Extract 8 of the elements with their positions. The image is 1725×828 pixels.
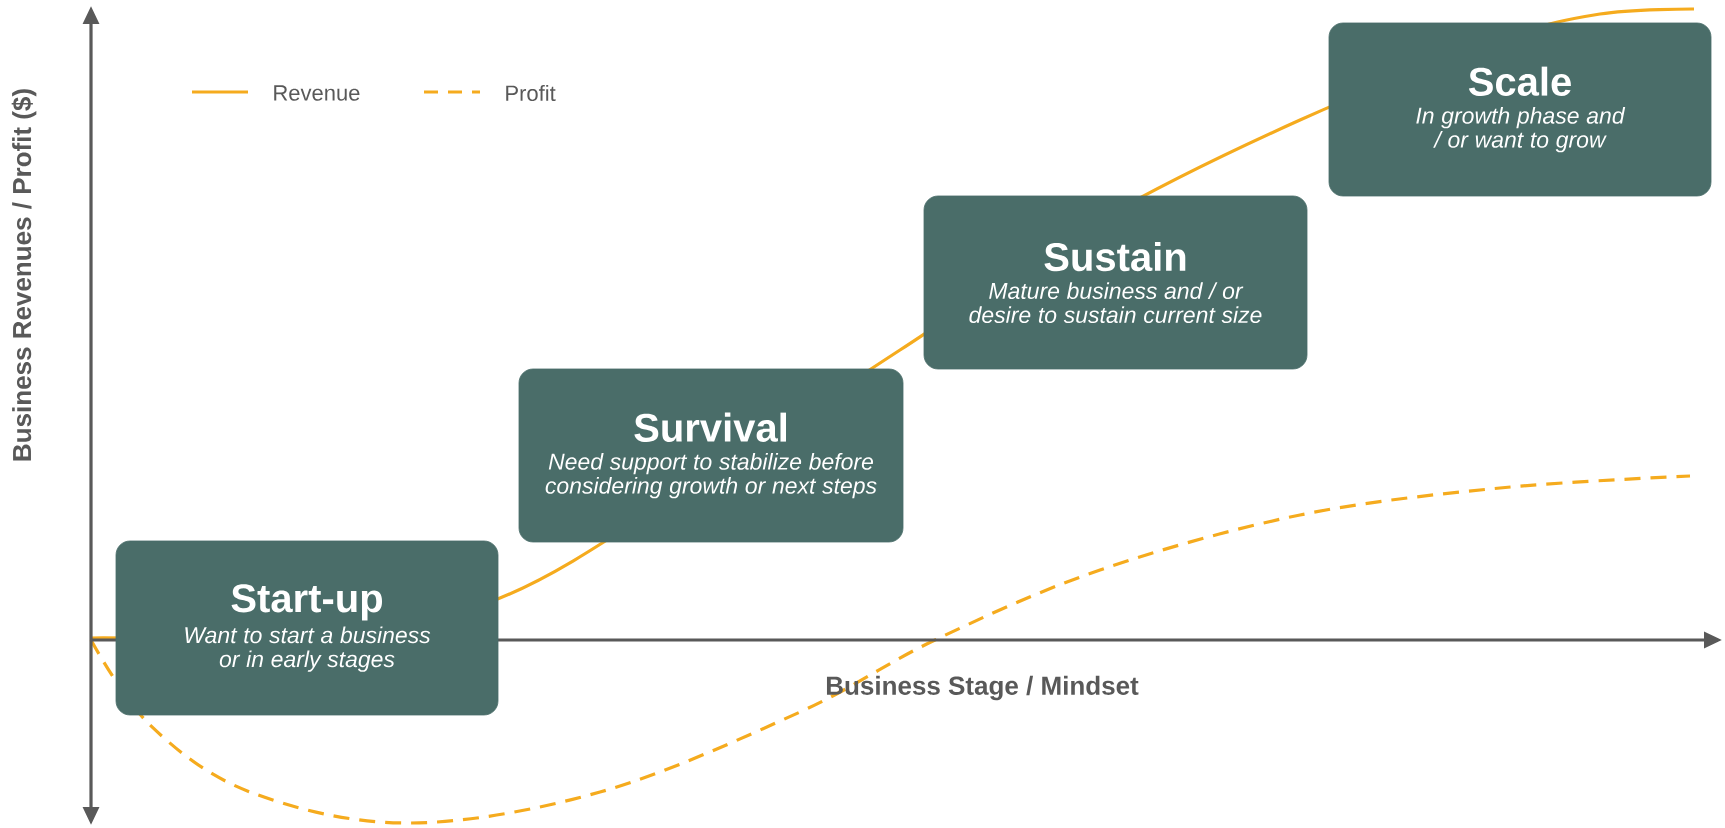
legend-label: Profit [506,84,556,102]
stage-box: Start-up Want to start a business or in early stages [115,540,499,716]
axis-title: Business Stage / Mindset [826,675,1139,701]
legend-label: Revenue [274,85,360,101]
stage-box: Survival Need support to stabilize before considering growth or next steps [518,368,904,543]
axis-title: Business Revenues / Profit ($) [11,89,37,461]
stage-box: Sustain Mature business and / or desire to sustain current size [923,195,1308,370]
stage-box: Scale In growth phase and / or want to grow [1328,22,1712,197]
